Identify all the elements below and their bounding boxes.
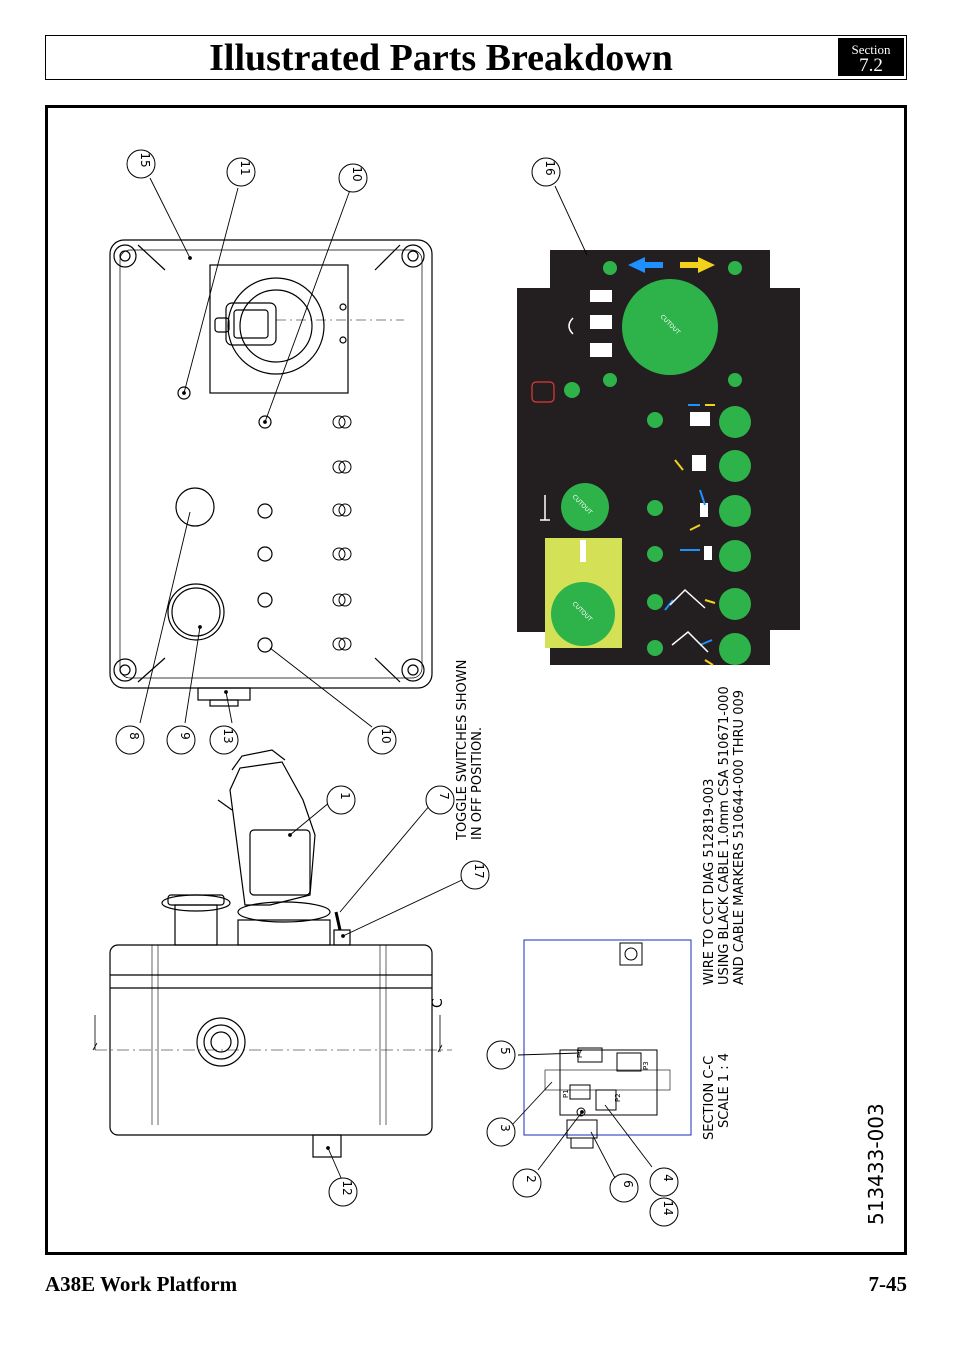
callout-12: 12 [340,1180,354,1195]
callout-4: 4 [661,1174,675,1182]
connector-label-p1: P1 [562,1089,570,1098]
callout-11: 11 [238,160,252,175]
callout-9: 9 [178,732,192,740]
callout-8: 8 [127,732,141,740]
section-note-line-1: SECTION C-C [702,1056,717,1140]
footer-publication: A38E Work Platform [45,1272,238,1296]
section-number: 7.2 [859,55,883,76]
callout-bubbles [115,149,679,1227]
callout-17: 17 [472,863,486,878]
connector-label-p3: P3 [642,1061,650,1070]
section-label: Section [851,42,891,57]
toggle-note-line-1: TOGGLE SWITCHES SHOWN [455,660,470,841]
parts-drawing: P4 P3 P1 P2 [92,149,888,1227]
control-decal: 512937-003 CUTOUT CUTOUT CUTOUT [517,250,816,666]
drawing-frame [45,105,907,1255]
toggle-note-line-2: IN OFF POSITION. [470,727,485,840]
footer-page-number: 7-45 [868,1272,908,1296]
wire-note-line-1: WIRE TO CCT DIAG 512819-003 [702,779,717,985]
part-number: 513433-003 [864,1103,888,1225]
callout-3: 3 [498,1124,512,1132]
control-box-side-view [92,749,452,1158]
control-box-top-view [109,239,433,707]
page-title: Illustrated Parts Breakdown [209,37,673,79]
callout-16: 16 [543,160,557,175]
callout-1: 1 [338,792,352,800]
section-marker: C [430,998,446,1008]
leader-lines [139,177,653,1181]
callout-6: 6 [621,1180,635,1188]
wire-note-line-3: AND CABLE MARKERS 510644-000 THRU 009 [732,690,747,985]
callout-14: 14 [661,1200,675,1215]
callout-5: 5 [498,1047,512,1055]
callout-10: 10 [379,728,393,743]
section-note-line-2: SCALE 1 : 4 [717,1053,732,1128]
section-cc-view [523,939,692,1149]
page-header: Illustrated Parts Breakdown Section 7.2 [45,35,907,80]
callout-numbers: 15 11 10 16 8 9 13 10 1 7 17 5 3 2 6 4 1… [127,152,675,1215]
wire-note-line-2: USING BLACK CABLE 1.0mm CSA 510671-000 [717,686,732,985]
section-badge: Section 7.2 [838,38,904,76]
callout-10: 10 [350,166,364,181]
callout-13: 13 [221,728,235,743]
connector-label-p2: P2 [614,1093,622,1102]
decal-number: 512937-003 [810,340,816,370]
callout-15: 15 [138,152,152,167]
callout-2: 2 [524,1175,538,1183]
callout-7: 7 [437,792,451,800]
